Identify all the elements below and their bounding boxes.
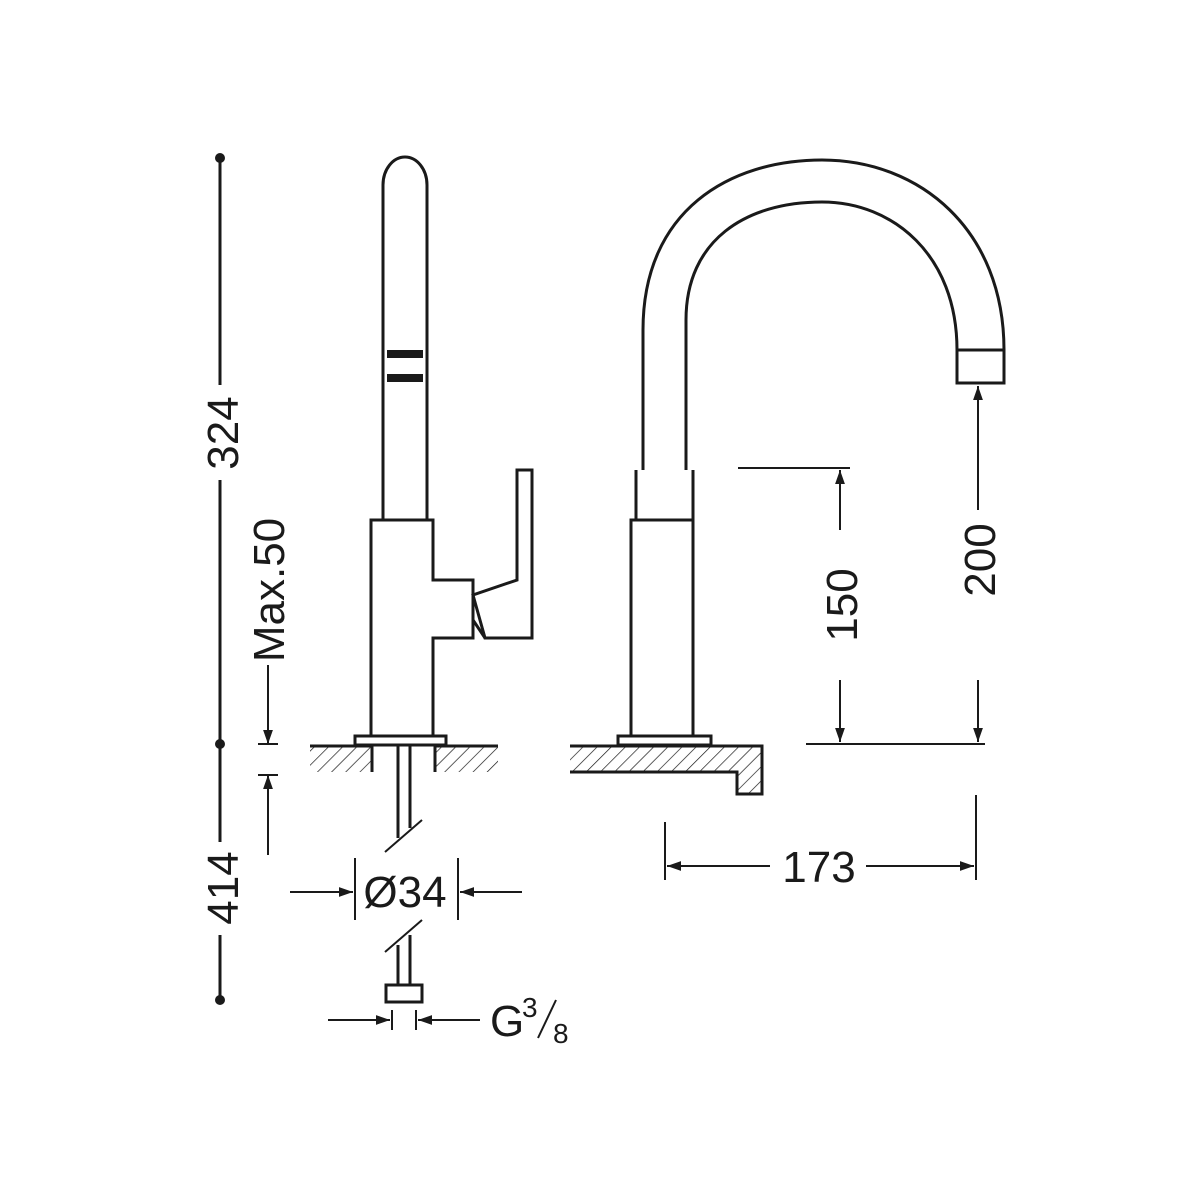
spout-reach-dimension: 173 xyxy=(664,795,977,892)
thread-g-label: G xyxy=(490,997,524,1046)
overall-height-dimension: 324 414 xyxy=(199,153,248,1005)
spout-tube xyxy=(381,155,429,520)
base-plate-front xyxy=(616,734,713,747)
dimension-173-label: 173 xyxy=(782,843,855,892)
max-counter-thickness-dimension: Max.50 xyxy=(245,518,294,855)
aerator-band xyxy=(387,350,423,358)
lever-height-dimension: 150 xyxy=(738,467,867,742)
spout-aerator xyxy=(955,348,1006,385)
faucet-body xyxy=(369,518,475,736)
lever-handle xyxy=(471,468,534,640)
outlet-height-dimension: 200 xyxy=(806,386,1005,745)
dimension-200-label: 200 xyxy=(956,523,1005,596)
counter-section-right xyxy=(570,744,764,796)
faucet-front-view xyxy=(616,158,1006,747)
hole-diameter-dimension: Ø34 xyxy=(290,858,522,920)
dimension-150-label: 150 xyxy=(818,568,867,641)
max-50-label: Max.50 xyxy=(245,518,294,662)
spout-gooseneck-inner xyxy=(684,200,959,470)
spout-gooseneck-outer xyxy=(641,158,1006,470)
thread-denominator: 8 xyxy=(553,1018,569,1049)
diameter-34-label: Ø34 xyxy=(363,868,446,917)
supply-pipe xyxy=(384,746,424,1004)
dimension-414-label: 414 xyxy=(199,851,248,924)
dimension-324-label: 324 xyxy=(199,396,248,469)
thread-numerator: 3 xyxy=(522,992,538,1023)
base-plate xyxy=(353,734,448,747)
counter-section-left xyxy=(310,744,498,772)
faucet-side-view xyxy=(353,155,534,747)
connector-nut xyxy=(384,983,424,1004)
faucet-body-front xyxy=(629,518,695,738)
connection-thread-dimension: G 3 8 xyxy=(328,992,569,1049)
